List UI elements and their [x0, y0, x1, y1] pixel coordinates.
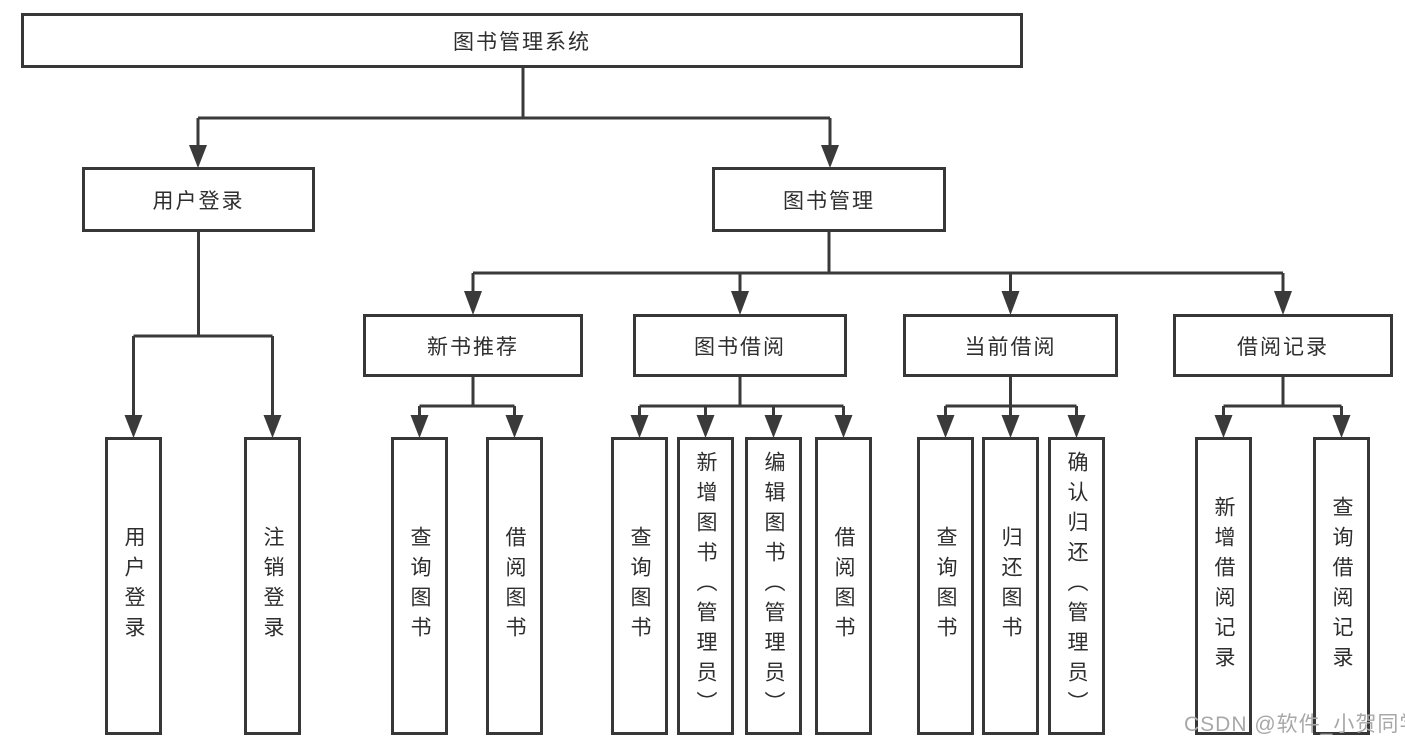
leaf-records-query-record: 查询借阅记录 — [1313, 437, 1370, 735]
leaf-borrow-edit-books-admin: 编辑图书（管理员） — [745, 437, 802, 735]
node-user-login-label: 用户登录 — [152, 189, 245, 213]
node-root-label: 图书管理系统 — [453, 30, 591, 54]
leaf-borrow-borrow-books: 借阅图书 — [815, 437, 872, 735]
leaf-newbook-query-books: 查询图书 — [391, 437, 448, 735]
leaf-current-return-books: 归还图书 — [982, 437, 1039, 735]
leaf-borrow-query-books: 查询图书 — [611, 437, 668, 735]
node-current-borrowing: 当前借阅 — [903, 314, 1118, 377]
leaf-user-login: 用户登录 — [105, 437, 162, 735]
leaf-borrow-borrow-books-label: 借阅图书 — [832, 526, 855, 646]
leaf-records-add-record: 新增借阅记录 — [1195, 437, 1252, 735]
leaf-newbook-borrow-books: 借阅图书 — [486, 437, 543, 735]
leaf-current-query-books: 查询图书 — [917, 437, 974, 735]
node-new-book-recommend: 新书推荐 — [363, 314, 583, 377]
leaf-borrow-add-books-admin-label: 新增图书（管理员） — [694, 451, 717, 721]
node-book-management: 图书管理 — [712, 167, 946, 232]
leaf-borrow-query-books-label: 查询图书 — [628, 526, 651, 646]
node-borrow-records-label: 借阅记录 — [1237, 335, 1329, 359]
leaf-records-query-record-label: 查询借阅记录 — [1330, 496, 1353, 676]
watermark: CSDN @软件_小贺同学 — [1184, 713, 1405, 736]
leaf-newbook-borrow-books-label: 借阅图书 — [503, 526, 526, 646]
node-root: 图书管理系统 — [21, 13, 1023, 68]
leaf-logout-label: 注销登录 — [261, 526, 284, 646]
leaf-current-query-books-label: 查询图书 — [934, 526, 957, 646]
node-current-borrowing-label: 当前借阅 — [964, 335, 1057, 359]
leaf-records-add-record-label: 新增借阅记录 — [1212, 496, 1235, 676]
leaf-borrow-edit-books-admin-label: 编辑图书（管理员） — [762, 451, 785, 721]
leaf-newbook-query-books-label: 查询图书 — [408, 526, 431, 646]
leaf-borrow-add-books-admin: 新增图书（管理员） — [677, 437, 734, 735]
leaf-current-return-books-label: 归还图书 — [999, 526, 1022, 646]
node-book-management-label: 图书管理 — [783, 189, 875, 213]
leaf-user-login-label: 用户登录 — [122, 526, 145, 646]
node-new-book-recommend-label: 新书推荐 — [427, 335, 519, 359]
node-user-login: 用户登录 — [82, 167, 315, 232]
node-borrow-records: 借阅记录 — [1173, 314, 1393, 377]
leaf-current-confirm-return-admin-label: 确认归还（管理员） — [1065, 451, 1088, 721]
node-book-borrowing-label: 图书借阅 — [694, 335, 786, 359]
leaf-logout: 注销登录 — [244, 437, 301, 735]
leaf-current-confirm-return-admin: 确认归还（管理员） — [1048, 437, 1105, 735]
node-book-borrowing: 图书借阅 — [633, 314, 847, 377]
